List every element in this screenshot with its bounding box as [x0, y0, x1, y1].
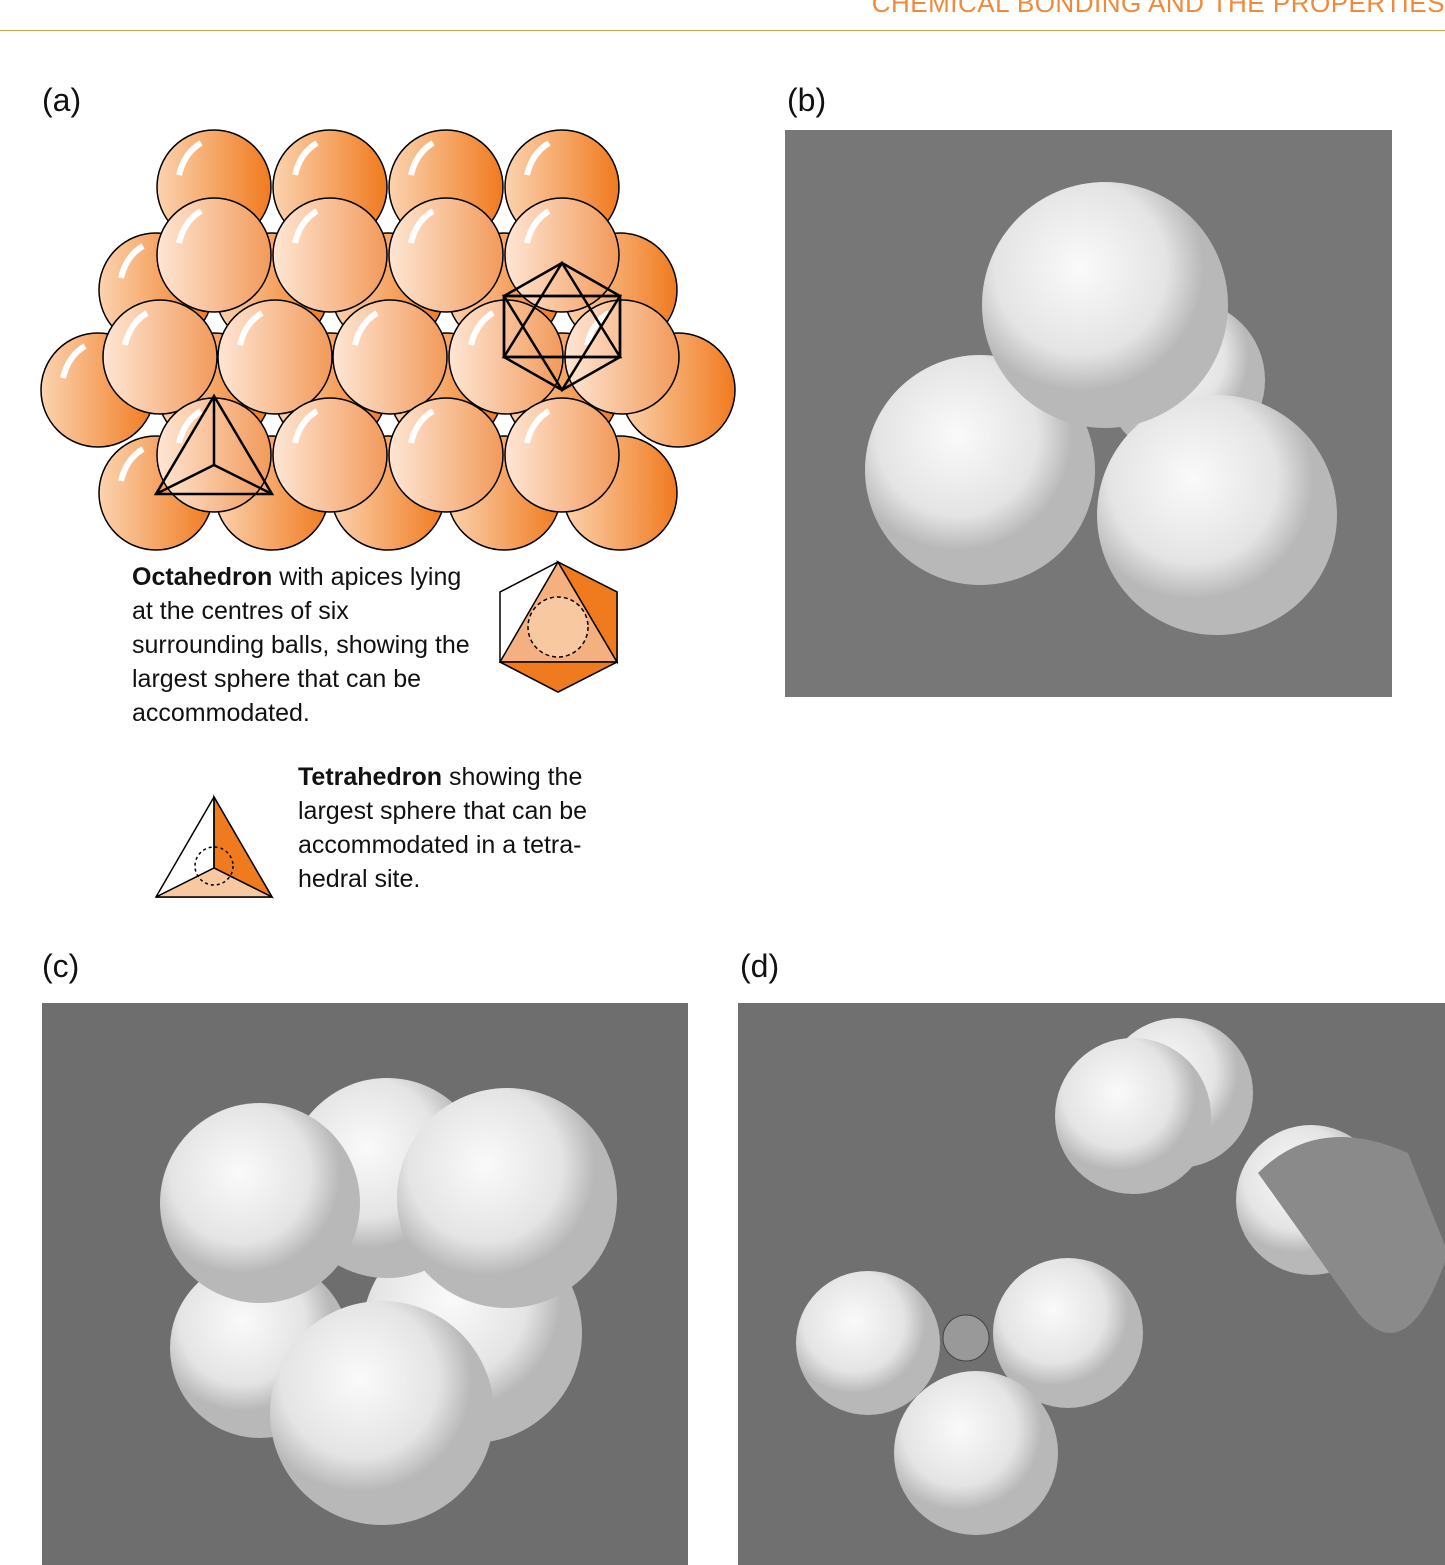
panel-label-b: (b) — [787, 82, 827, 118]
front-layer-sphere — [388, 197, 504, 313]
octahedron-outline — [501, 260, 623, 393]
highlight — [292, 140, 319, 176]
front-layer-sphere — [332, 299, 448, 415]
highlight — [584, 310, 611, 346]
highlight — [292, 408, 319, 444]
highlight — [524, 208, 551, 244]
front-layer-sphere — [504, 397, 620, 513]
highlight — [352, 310, 379, 346]
highlight — [176, 408, 203, 444]
highlight — [176, 140, 203, 176]
running-header: CHEMICAL BONDING AND THE PROPERTIES — [871, 0, 1445, 18]
panel-label-a: (a) — [42, 82, 82, 118]
photo-hand-model — [738, 1003, 1445, 1565]
front-layer-sphere — [102, 299, 218, 415]
tetrahedron-icon — [154, 794, 274, 899]
front-layer-sphere — [388, 397, 504, 513]
front-layer-sphere — [217, 299, 333, 415]
front-layer-sphere — [272, 397, 388, 513]
highlight — [118, 243, 145, 279]
highlight — [118, 446, 145, 482]
tetrahedron-caption: Tetrahedron showing the largest sphere t… — [298, 760, 643, 896]
front-layer-sphere — [156, 197, 272, 313]
highlight — [524, 408, 551, 444]
highlight — [468, 310, 495, 346]
panel-label-c: (c) — [42, 948, 80, 984]
front-layer-sphere — [272, 197, 388, 313]
highlight — [60, 343, 87, 379]
tetrahedron-desc: showing the largest sphere that can be a… — [298, 763, 588, 893]
octahedron-desc: with apices lying at the centres of six … — [132, 563, 470, 727]
tetrahedron-term: Tetrahedron — [298, 763, 442, 791]
octahedron-term: Octahedron — [132, 563, 273, 591]
highlight — [408, 408, 435, 444]
photo-octahedral-model — [42, 1003, 688, 1565]
highlight — [524, 140, 551, 176]
highlight — [408, 208, 435, 244]
panel-label-d: (d) — [740, 948, 780, 984]
highlight — [292, 208, 319, 244]
highlight — [408, 140, 435, 176]
octahedron-caption: Octahedron with apices lying at the cent… — [132, 560, 482, 730]
highlight — [237, 310, 264, 346]
highlight — [176, 208, 203, 244]
octahedron-icon — [498, 560, 619, 693]
highlight — [122, 310, 149, 346]
photo-tetrahedral-model — [785, 130, 1392, 697]
header-rule — [0, 30, 1445, 31]
tetrahedron-outline — [153, 393, 275, 496]
